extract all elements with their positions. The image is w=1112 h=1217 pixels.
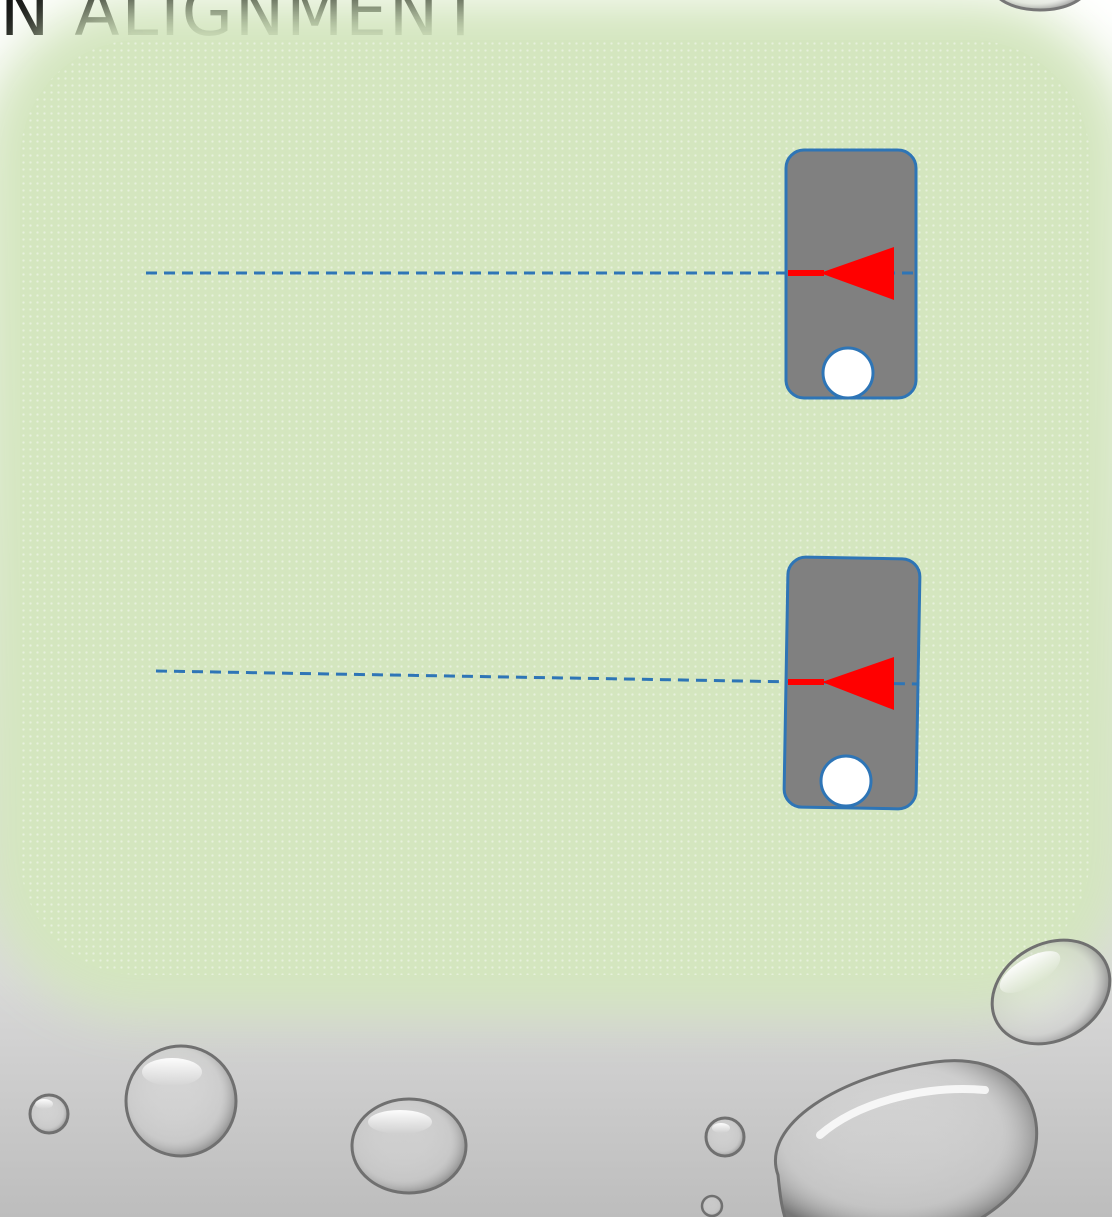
water-droplet-icon [706,1118,744,1156]
water-droplet-icon [702,1196,722,1216]
water-droplet-icon [126,1046,236,1156]
water-droplet-icon [352,1099,466,1193]
device-button [823,348,873,398]
laser-slit [788,679,824,685]
laser-slit [788,270,824,276]
water-droplet-icon [30,1095,68,1133]
water-droplet-icon [992,0,1088,10]
laser-device-misaligned [156,557,920,809]
water-droplet-icon [973,919,1112,1064]
laser-device-aligned [146,150,916,398]
water-droplet-icon [775,1061,1036,1217]
device-button [821,756,871,806]
